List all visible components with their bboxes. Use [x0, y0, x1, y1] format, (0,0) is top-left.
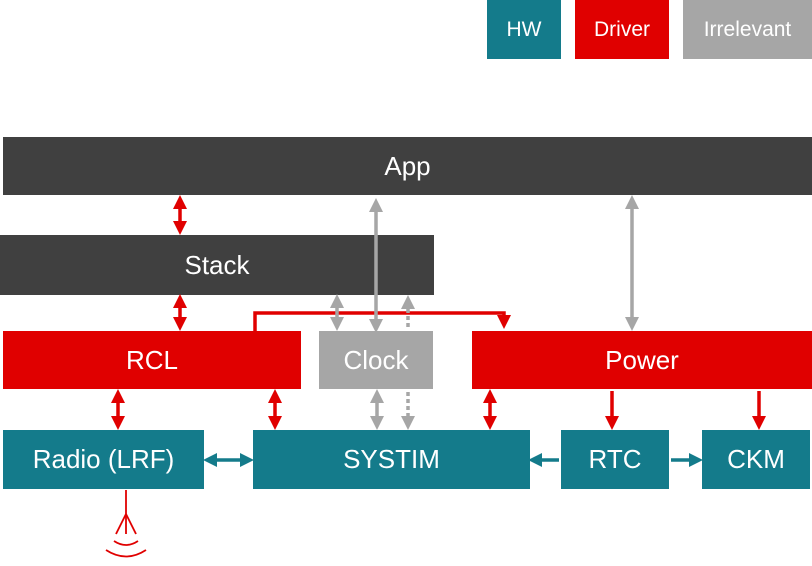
stack-block: Stack	[0, 235, 434, 295]
legend-irrelevant-label: Irrelevant	[703, 17, 792, 41]
rcl-block: RCL	[3, 331, 301, 389]
rcl-label: RCL	[125, 344, 178, 375]
power-label: Power	[605, 344, 679, 375]
power-block: Power	[472, 331, 812, 389]
app-label: App	[384, 150, 431, 181]
systim-label: SYSTIM	[343, 444, 440, 474]
app-block: App	[3, 137, 812, 195]
stack-label: Stack	[184, 249, 250, 280]
rtc-block: RTC	[561, 430, 669, 489]
clock-label: Clock	[343, 344, 409, 375]
legend-hw: HW	[487, 0, 561, 59]
rtc-label: RTC	[588, 444, 642, 474]
legend-driver: Driver	[575, 0, 669, 59]
legend-hw-label: HW	[506, 17, 542, 41]
legend-irrelevant: Irrelevant	[683, 0, 812, 59]
systim-block: SYSTIM	[253, 430, 530, 489]
legend-driver-label: Driver	[594, 17, 650, 41]
antenna-icon	[105, 490, 147, 558]
ckm-block: CKM	[702, 430, 810, 489]
radio-lrf-block: Radio (LRF)	[3, 430, 204, 489]
clock-block: Clock	[319, 331, 433, 389]
ckm-label: CKM	[727, 444, 785, 474]
radio-lrf-label: Radio (LRF)	[32, 444, 175, 474]
rcl-power-arrow	[253, 311, 511, 331]
